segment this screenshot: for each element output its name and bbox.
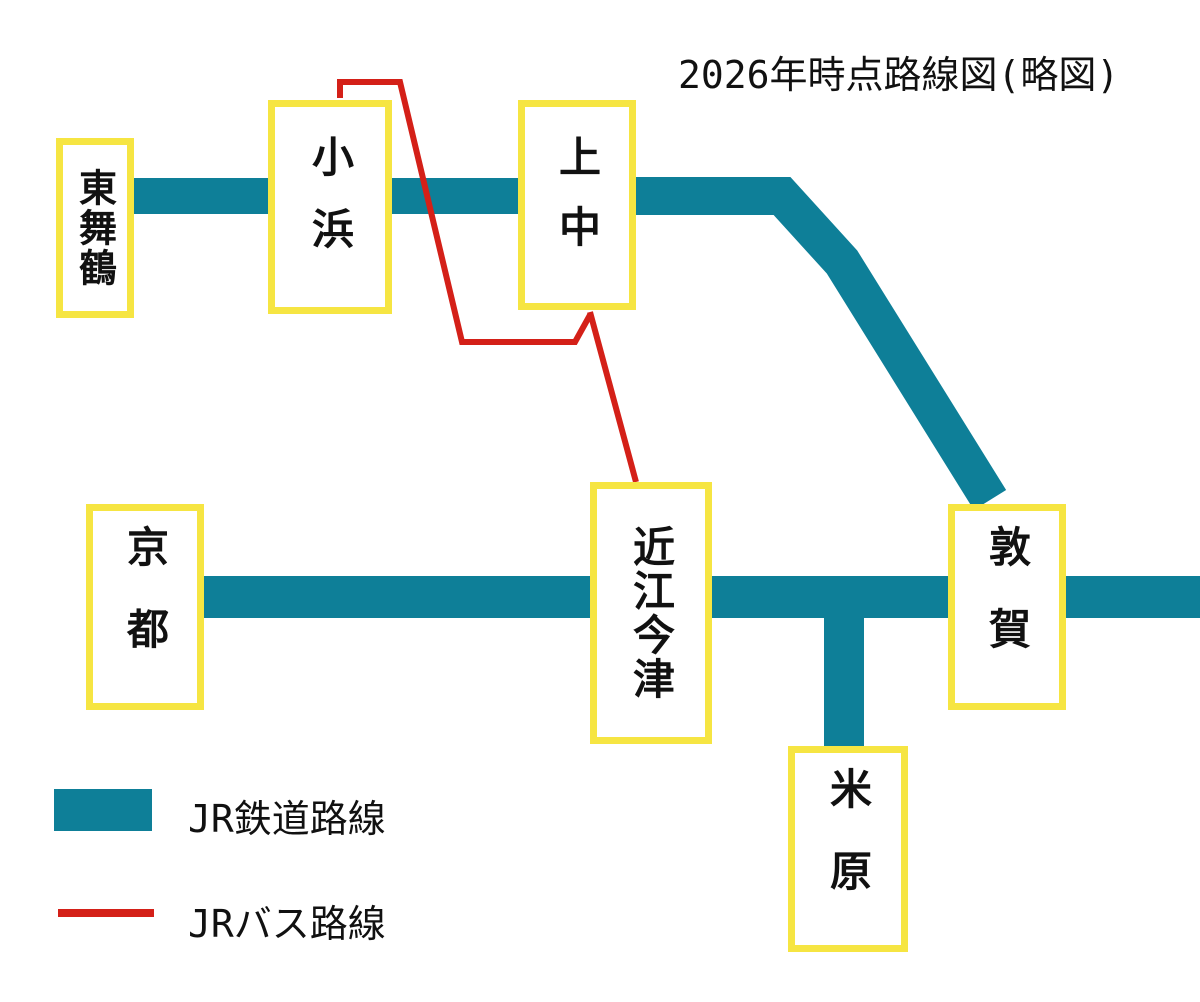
- rail-line-tsuruga-east: [1060, 576, 1200, 618]
- station-kaminaka[interactable]: 上中: [518, 100, 636, 310]
- bus-route-obama-kaminaka: [337, 79, 593, 345]
- station-higashi-maizuru[interactable]: 東舞鶴: [56, 138, 134, 318]
- legend-rail-label: JR鉄道路線: [188, 797, 386, 841]
- rail-line-maibara-branch: [824, 612, 864, 752]
- station-kyoto[interactable]: 京都: [86, 504, 204, 710]
- bus-route-kaminaka-imazu: [587, 311, 639, 483]
- rail-line-obama-kaminaka: [385, 178, 525, 214]
- station-label: 東舞鶴: [72, 168, 117, 288]
- rail-line-kaminaka-tsuruga: [632, 177, 1007, 511]
- rail-line-higashimaizuru-obama: [125, 178, 275, 214]
- station-omi-imazu[interactable]: 近江今津: [590, 482, 712, 744]
- map-title: 2026年時点路線図(略図): [678, 53, 1120, 97]
- station-label: 敦賀: [982, 525, 1032, 689]
- legend-bus-swatch: [58, 909, 154, 917]
- legend-bus-label: JRバス路線: [188, 902, 386, 946]
- station-label: 米原: [823, 767, 873, 931]
- legend-rail-swatch: [54, 789, 152, 831]
- station-tsuruga[interactable]: 敦賀: [948, 504, 1066, 710]
- station-label: 京都: [120, 525, 170, 689]
- station-label: 近江今津: [626, 525, 676, 701]
- station-maibara[interactable]: 米原: [788, 746, 908, 952]
- station-obama[interactable]: 小浜: [268, 100, 392, 314]
- rail-line-kyoto-imazu: [198, 576, 600, 618]
- station-label: 小浜: [305, 135, 355, 279]
- rail-line-imazu-tsuruga: [705, 576, 955, 618]
- station-label: 上中: [552, 135, 602, 275]
